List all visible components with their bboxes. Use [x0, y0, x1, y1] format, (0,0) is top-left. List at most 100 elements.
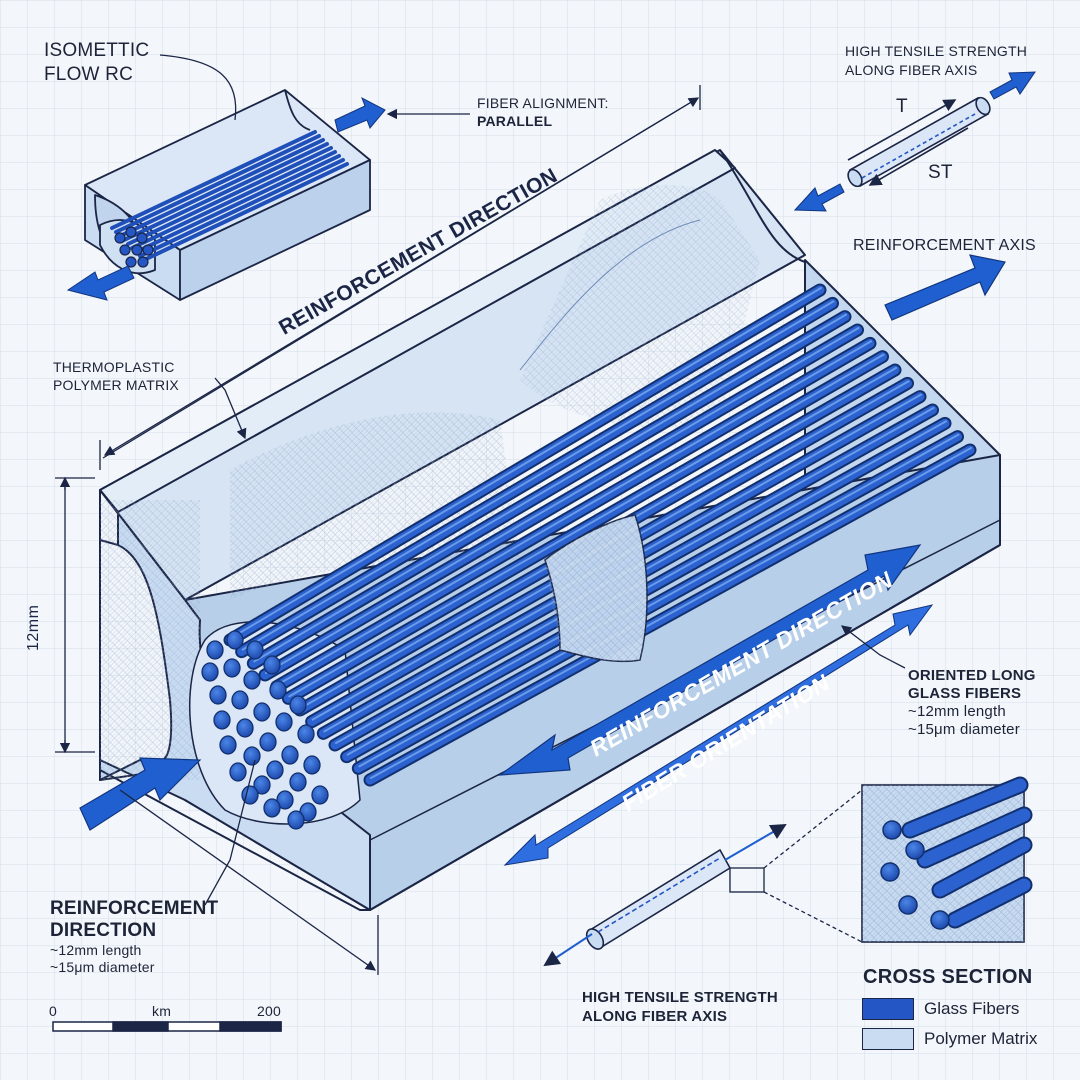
- fiber-highlight: [358, 433, 960, 768]
- fiber-end-dot: [209, 685, 227, 705]
- reinforcement-axis-arrow: [884, 254, 1006, 321]
- isometric-fiber: [110, 130, 317, 230]
- isometric-fiber: [142, 162, 349, 262]
- inset-fiber-end: [880, 862, 900, 882]
- legend-label-glass: Glass Fibers: [924, 999, 1020, 1018]
- fiber-highlight: [288, 353, 885, 698]
- fiber-end-dot: [297, 724, 315, 744]
- oriented-spec-diameter: ~15μm diameter: [908, 721, 1020, 738]
- fiber-end-dot: [253, 775, 271, 795]
- glass-fiber: [225, 285, 825, 645]
- fiber-alignment-label: FIBER ALIGNMENT:: [477, 95, 609, 111]
- fiber-end-dot: [213, 710, 231, 730]
- isometric-fiber-bundle: [110, 130, 349, 262]
- dimension-12mm-label: 12mm: [25, 604, 42, 651]
- isometric-title-line1: ISOMETTIC: [44, 40, 150, 61]
- isometric-title-line2: FLOW RC: [44, 64, 134, 85]
- fiber-cross-section-dots: [201, 630, 329, 830]
- glass-fiber: [365, 445, 975, 785]
- inset-fiber-end: [930, 910, 950, 930]
- fiber-highlight: [265, 327, 860, 674]
- inset-fiber-end: [905, 840, 925, 860]
- fiber-end-dot: [269, 680, 287, 700]
- isometric-fiber: [114, 134, 321, 234]
- fiber-end-dot: [289, 695, 307, 715]
- scale-left-label: 0: [49, 1003, 57, 1019]
- high-tensile-top-line1: HIGH TENSILE STRENGTH: [845, 43, 1028, 59]
- fiber-end-dot: [206, 640, 224, 660]
- isometric-fiber: [130, 150, 337, 250]
- fiber-end-dot: [236, 718, 254, 738]
- reinforcement-direction-double-arrow: [497, 544, 922, 776]
- fiber-end-dot: [226, 630, 244, 650]
- fiber-end-dot: [263, 798, 281, 818]
- left-outflow-arrow: [79, 757, 202, 831]
- parallel-label: PARALLEL: [477, 113, 553, 129]
- fiber-highlight: [230, 287, 822, 639]
- fiber-end-dot: [263, 655, 281, 675]
- glass-fiber: [260, 325, 862, 680]
- isometric-arrow-right: [334, 96, 386, 133]
- isometric-flow-block: [84, 89, 371, 301]
- fiber-end-dot: [276, 790, 294, 810]
- legend-item-glass-fibers: Glass Fibers: [862, 998, 1019, 1020]
- fiber-end-dot: [219, 735, 237, 755]
- isometric-arrow-left: [66, 265, 135, 301]
- scale-right-label: 200: [257, 1003, 281, 1019]
- inset-fiber-end: [882, 820, 902, 840]
- tensile-arrow-right: [989, 71, 1036, 100]
- inset-fiber: [903, 778, 1027, 837]
- fiber-end-dot: [289, 772, 307, 792]
- inset-fiber: [933, 838, 1031, 897]
- zoom-inset: [861, 776, 1033, 943]
- fiber-end-dot: [243, 746, 261, 766]
- fiber-orientation-double-arrow: [503, 604, 934, 866]
- fiber-end-dot: [311, 785, 329, 805]
- isometric-fiber: [138, 158, 345, 258]
- isometric-fiber: [134, 154, 341, 254]
- glass-fiber: [248, 312, 850, 668]
- isometric-cross-dots: [114, 226, 154, 268]
- fiber-end-dot: [241, 785, 259, 805]
- isometric-fiber: [118, 138, 325, 238]
- high-tensile-bottom-line2: ALONG FIBER AXIS: [582, 1008, 728, 1025]
- fiber-end-dot: [287, 810, 305, 830]
- bottom-spec-diameter: ~15μm diameter: [50, 959, 155, 975]
- fiber-highlight: [276, 340, 872, 686]
- legend-item-polymer-matrix: Polymer Matrix: [862, 1028, 1037, 1050]
- legend-title: CROSS SECTION: [863, 966, 1033, 988]
- st-label: ST: [928, 162, 953, 183]
- fiber-end-dot: [275, 712, 293, 732]
- fiber-highlight: [253, 313, 847, 663]
- isometric-fiber: [126, 146, 333, 246]
- fiber-highlight: [370, 447, 972, 779]
- reinforcement-axis-label: REINFORCEMENT AXIS: [853, 237, 1036, 254]
- fiber-end-dot: [266, 760, 284, 780]
- oriented-spec-length: ~12mm length: [908, 703, 1006, 720]
- bottom-spec-length: ~12mm length: [50, 942, 142, 958]
- tensile-rod-bottom: [543, 823, 787, 967]
- legend-swatch-polymer: [862, 1028, 914, 1050]
- glass-fiber: [237, 298, 837, 657]
- reinforcement-direction-bottom-line1: REINFORCEMENT: [50, 898, 219, 919]
- legend-label-polymer: Polymer Matrix: [924, 1029, 1038, 1048]
- t-label: T: [896, 96, 908, 117]
- high-tensile-top-line2: ALONG FIBER AXIS: [845, 62, 978, 78]
- fiber-end-dot: [223, 658, 241, 678]
- fiber-end-dot: [253, 702, 271, 722]
- thermoplastic-line1: THERMOPLASTIC: [53, 359, 175, 375]
- scale-bar: [52, 1021, 282, 1032]
- tensile-rod-top: [847, 96, 991, 188]
- glass-fiber: [283, 352, 887, 703]
- oriented-long-line2: GLASS FIBERS: [908, 685, 1022, 702]
- reinforcement-direction-bottom-line2: DIRECTION: [50, 920, 157, 941]
- fiber-end-dot: [229, 762, 247, 782]
- high-tensile-bottom-line1: HIGH TENSILE STRENGTH: [582, 989, 778, 1006]
- inset-fiber: [918, 808, 1031, 867]
- fiber-end-dot: [246, 640, 264, 660]
- isometric-fiber: [122, 142, 329, 242]
- thermoplastic-line2: POLYMER MATRIX: [53, 377, 179, 393]
- fiber-end-dot: [259, 732, 277, 752]
- tensile-arrow-left: [793, 183, 845, 212]
